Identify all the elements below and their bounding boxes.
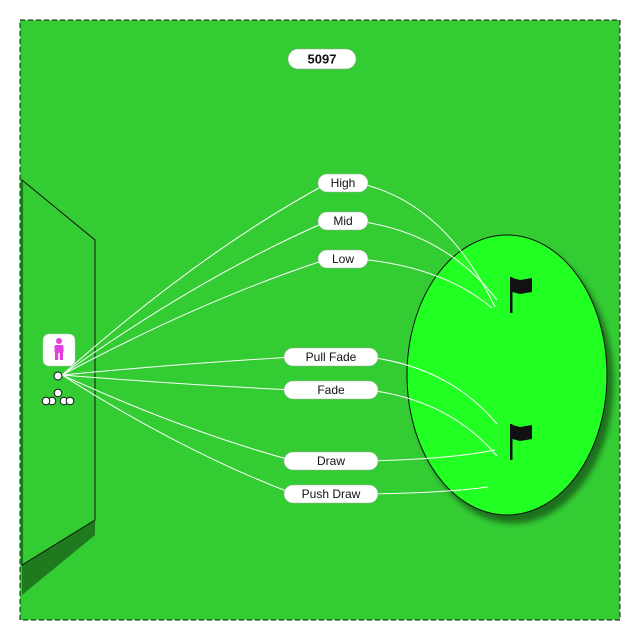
shot-pill xyxy=(317,211,369,231)
shot-label: Push Draw xyxy=(302,487,361,501)
tee-box xyxy=(21,178,96,595)
trajectory-draw-approach xyxy=(367,449,496,462)
trajectory-high xyxy=(61,182,329,376)
trajectory-push-draw-approach xyxy=(367,486,489,495)
score-badge: 5097 xyxy=(287,48,357,70)
trajectory-low xyxy=(61,258,329,376)
shot-label: Fade xyxy=(317,383,345,397)
shot-pill xyxy=(317,173,369,193)
trajectory-fade xyxy=(61,374,295,391)
person-icon xyxy=(54,338,64,360)
shot-option-pull-fade[interactable]: Pull Fade xyxy=(283,347,379,367)
trajectory-push-draw xyxy=(61,374,295,495)
pin-back[interactable] xyxy=(510,277,532,313)
pin-front[interactable] xyxy=(510,424,532,460)
golf-ball-icon xyxy=(65,396,75,406)
trajectory-mid-approach xyxy=(357,220,498,301)
shot-pill xyxy=(283,380,379,400)
shot-pill xyxy=(317,249,369,269)
shot-trajectories xyxy=(61,182,498,495)
trajectory-fade-approach xyxy=(367,389,498,457)
trajectory-mid xyxy=(61,220,329,376)
golf-ball-icon xyxy=(41,396,51,406)
shot-pill xyxy=(283,451,379,471)
shot-label: High xyxy=(331,176,356,190)
shot-option-mid[interactable]: Mid xyxy=(317,211,369,231)
trajectory-pull-fade xyxy=(61,356,295,376)
shot-label: Draw xyxy=(317,454,345,468)
score-value: 5097 xyxy=(308,52,337,67)
trajectory-draw xyxy=(61,374,295,462)
flag-icon xyxy=(510,424,532,460)
golf-ball-icon[interactable] xyxy=(53,371,63,381)
putting-green xyxy=(406,234,608,516)
shot-option-push-draw[interactable]: Push Draw xyxy=(283,484,379,504)
shot-label: Pull Fade xyxy=(306,350,357,364)
golf-ball-icon xyxy=(53,388,63,398)
shot-option-fade[interactable]: Fade xyxy=(283,380,379,400)
shot-pill xyxy=(283,347,379,367)
shot-option-high[interactable]: High xyxy=(317,173,369,193)
player-card[interactable] xyxy=(42,333,76,367)
shot-option-draw[interactable]: Draw xyxy=(283,451,379,471)
shot-pill xyxy=(283,484,379,504)
trajectory-pull-fade-approach xyxy=(367,356,498,425)
trajectory-low-approach xyxy=(357,258,493,309)
balls-remaining xyxy=(41,388,75,406)
shot-option-low[interactable]: Low xyxy=(317,249,369,269)
shot-label: Low xyxy=(332,252,354,266)
flag-icon xyxy=(510,277,532,313)
shot-label: Mid xyxy=(333,214,352,228)
